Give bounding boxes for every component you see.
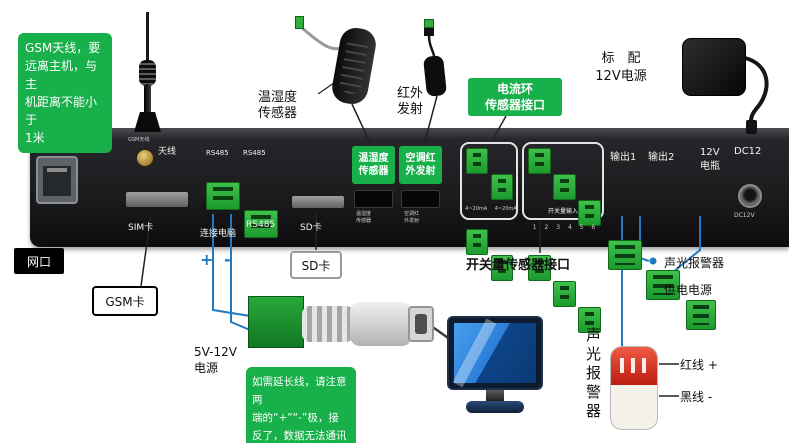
terminal-block xyxy=(578,307,601,333)
power-callout-label: 供电电源 xyxy=(664,283,713,297)
antenna-coil-icon xyxy=(139,60,156,86)
gsm-antenna-note: GSM天线，要 远离主机，与主 机距离不能小于 1米 xyxy=(18,33,112,153)
sensor-cable xyxy=(298,24,345,51)
tiny-temp-label: 温湿度 传感器 xyxy=(356,211,372,224)
antenna-base-icon xyxy=(134,112,161,132)
extension-wire-note: 如需延长线，请注意两 端的“+”“-”极，接 反了，数据无法通讯 xyxy=(246,367,356,443)
minus-mark: - xyxy=(224,250,231,269)
alarm-vertical-label: 声 光 报 警 器 xyxy=(586,326,602,420)
alarm-callout-label: 声光报警器 xyxy=(664,256,725,270)
antenna-shaft-icon xyxy=(144,84,151,116)
output2-label: 输出2 xyxy=(648,152,675,163)
rs485-panel-label: RS485 xyxy=(246,220,276,230)
terminal-block xyxy=(528,148,551,174)
adapter-cable xyxy=(744,56,769,123)
panel-antenna-label: 天线 xyxy=(158,147,177,157)
sd-slot-icon xyxy=(292,196,344,208)
terminal-block xyxy=(578,200,601,226)
sd-card-panel-label: SD卡 xyxy=(300,223,322,233)
dc-jack-icon xyxy=(738,184,762,208)
plus-mark: + xyxy=(200,250,214,269)
terminal-block xyxy=(491,174,513,200)
terminal-block xyxy=(491,255,513,281)
temp-sensor-label: 温湿度 传感器 xyxy=(258,90,298,122)
alarm-red-dome-icon xyxy=(611,347,657,385)
monitor-base-icon xyxy=(466,401,524,413)
power-plug-icon xyxy=(746,120,757,134)
gsm-card-callout: GSM卡 xyxy=(92,286,158,316)
terminal-block xyxy=(528,255,551,281)
terminal-block xyxy=(553,174,576,200)
v5-12-power-label: 5V-12V 电源 xyxy=(194,345,237,376)
power-adapter-icon xyxy=(682,38,746,96)
terminal-block xyxy=(466,229,488,255)
ir-cable xyxy=(427,35,436,57)
sensor-plug-icon xyxy=(295,16,304,29)
current-loop-callout: 电流环 传感器接口 xyxy=(468,78,562,116)
monitor-screen-icon xyxy=(454,323,536,383)
switch-input-label: 开关量输入 xyxy=(547,208,578,215)
terminal-block xyxy=(466,148,488,174)
dc12v-tiny-label: DC12V xyxy=(734,212,755,219)
ir-plug-icon xyxy=(424,19,434,28)
rs485-terminal-1 xyxy=(206,182,240,210)
red-wire-label: 红线 + xyxy=(680,358,718,372)
battery-terminal xyxy=(686,300,716,330)
ir-transmitter-icon xyxy=(422,55,448,97)
antenna-rod-icon xyxy=(146,12,149,64)
net-port-callout: 网口 xyxy=(14,248,64,274)
alarm-callout-dot xyxy=(649,257,657,265)
computer-monitor-icon xyxy=(447,316,543,390)
serial-strain-relief-icon xyxy=(302,306,354,342)
ir-transmitter-label: 红外 发射 xyxy=(397,86,424,118)
output1-label: 输出1 xyxy=(610,152,637,163)
panel-gsm-antenna-text: GSM天线 xyxy=(128,137,150,143)
sim-card-panel-label: SIM卡 xyxy=(128,223,154,233)
black-wire-label: 黑线 - xyxy=(680,390,713,404)
panel-ac-ir-green-label: 空调红 外发射 xyxy=(399,146,442,184)
tiny-ac-label: 空调红 外发射 xyxy=(404,211,420,224)
dc12-label: DC12 xyxy=(734,146,762,157)
sd-card-text: SD卡 xyxy=(301,258,331,273)
rs485-port1-label: RS485 xyxy=(206,149,229,157)
switch-input-group: 开关量输入 xyxy=(522,142,604,333)
switch-digits: 1 2 3 4 5 6 xyxy=(532,224,596,231)
sd-card-callout: SD卡 xyxy=(290,251,342,279)
rs485-port2-label: RS485 xyxy=(243,149,266,157)
sound-light-alarm-icon xyxy=(610,346,658,430)
ac-ir-port-icon xyxy=(401,190,440,208)
current-range-label: 4~20mA 4~20mA xyxy=(465,206,517,212)
net-port-text: 网口 xyxy=(26,254,51,269)
antenna-mount-icon xyxy=(137,150,153,166)
ethernet-pins-icon xyxy=(47,168,67,172)
serial-pcb-icon xyxy=(248,296,304,348)
sim-slot-icon xyxy=(126,192,188,207)
ir-plug-body-icon xyxy=(424,28,434,36)
connect-pc-panel-label: 连接电脑 xyxy=(200,229,237,239)
serial-shell-icon xyxy=(350,302,412,346)
terminal-block xyxy=(553,281,576,307)
ethernet-port-icon xyxy=(36,156,78,204)
adapter-callout: 标 配 12V电源 xyxy=(595,51,647,85)
db9-connector-icon xyxy=(408,306,434,342)
battery-label: 12V 电瓶 xyxy=(700,147,720,172)
current-loop-group: 4~20mA 4~20mA xyxy=(460,142,518,281)
gsm-card-text: GSM卡 xyxy=(105,294,145,309)
temp-sensor-port-icon xyxy=(354,190,393,208)
switch-interface-callout: 开关量传感器接口 xyxy=(466,258,571,273)
panel-temp-green-label: 温湿度 传感器 xyxy=(352,146,395,184)
monitor-neck-icon xyxy=(486,390,504,402)
output1-terminal xyxy=(608,240,642,270)
temp-humidity-sensor-icon xyxy=(329,25,379,107)
